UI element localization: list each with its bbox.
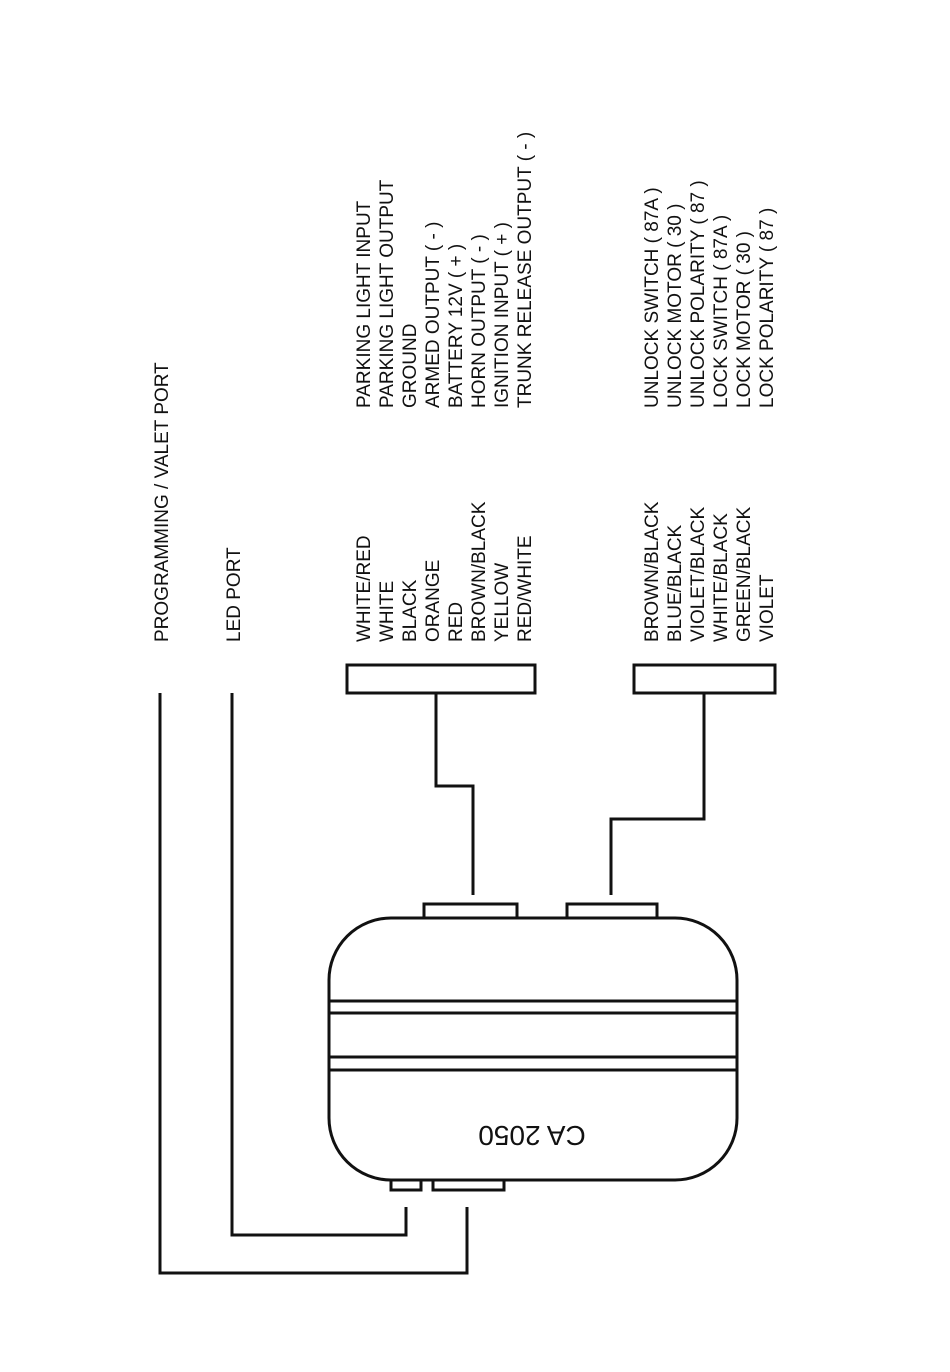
lock-color-label: WHITE/BLACK (711, 513, 732, 642)
main-function-label: BATTERY 12V ( + ) (446, 244, 467, 408)
led-port-label: LED PORT (224, 547, 245, 642)
control-module-body (327, 916, 739, 1182)
main-function-label: PARKING LIGHT INPUT (354, 200, 375, 408)
lock-function-label: LOCK MOTOR ( 30 ) (734, 231, 755, 408)
lock-harness-functions: UNLOCK SWITCH ( 87A ) UNLOCK MOTOR ( 30 … (642, 180, 778, 408)
module-model-label: CA 2050 (478, 1120, 585, 1151)
main-color-label: ORANGE (423, 560, 444, 642)
programming-valet-port-label: PROGRAMMING / VALET PORT (152, 362, 173, 642)
programming-port-wire (158, 693, 469, 1275)
main-harness-functions: PARKING LIGHT INPUT PARKING LIGHT OUTPUT… (354, 132, 536, 408)
main-function-label: ARMED OUTPUT ( - ) (423, 222, 444, 408)
lock-harness-wire (609, 693, 706, 895)
lock-harness-connector (632, 663, 777, 695)
lock-function-label: UNLOCK MOTOR ( 30 ) (665, 204, 686, 408)
main-harness-socket (422, 902, 519, 920)
led-port-socket (389, 1178, 423, 1192)
lock-function-label: UNLOCK SWITCH ( 87A ) (642, 187, 663, 408)
main-color-label: WHITE/RED (354, 535, 375, 642)
main-function-label: IGNITION INPUT ( + ) (492, 222, 513, 408)
lock-color-label: BROWN/BLACK (642, 501, 663, 642)
lock-color-label: VIOLET (757, 574, 778, 642)
lock-harness-socket (565, 902, 659, 920)
main-color-label: RED/WHITE (515, 535, 536, 642)
main-function-label: TRUNK RELEASE OUTPUT ( - ) (515, 132, 536, 408)
lock-function-label: LOCK POLARITY ( 87 ) (757, 208, 778, 408)
main-color-label: YELLOW (492, 563, 513, 642)
main-color-label: BROWN/BLACK (469, 501, 490, 642)
main-function-label: HORN OUTPUT ( - ) (469, 234, 490, 408)
main-function-label: GROUND (400, 324, 421, 408)
main-function-label: PARKING LIGHT OUTPUT (377, 179, 398, 408)
programming-port-socket (431, 1178, 506, 1192)
main-color-label: WHITE (377, 581, 398, 642)
lock-harness-colors: BROWN/BLACK BLUE/BLACK VIOLET/BLACK WHIT… (642, 501, 778, 642)
lock-function-label: LOCK SWITCH ( 87A ) (711, 215, 732, 408)
led-port-wire (230, 693, 408, 1237)
main-harness-connector (345, 663, 537, 695)
lock-color-label: GREEN/BLACK (734, 507, 755, 642)
lock-function-label: UNLOCK POLARITY ( 87 ) (688, 180, 709, 408)
main-harness-wire (434, 693, 475, 895)
main-harness-colors: WHITE/RED WHITE BLACK ORANGE RED BROWN/B… (354, 501, 536, 642)
main-color-label: RED (446, 602, 467, 642)
main-color-label: BLACK (400, 579, 421, 642)
lock-color-label: BLUE/BLACK (665, 524, 686, 642)
lock-color-label: VIOLET/BLACK (688, 507, 709, 642)
